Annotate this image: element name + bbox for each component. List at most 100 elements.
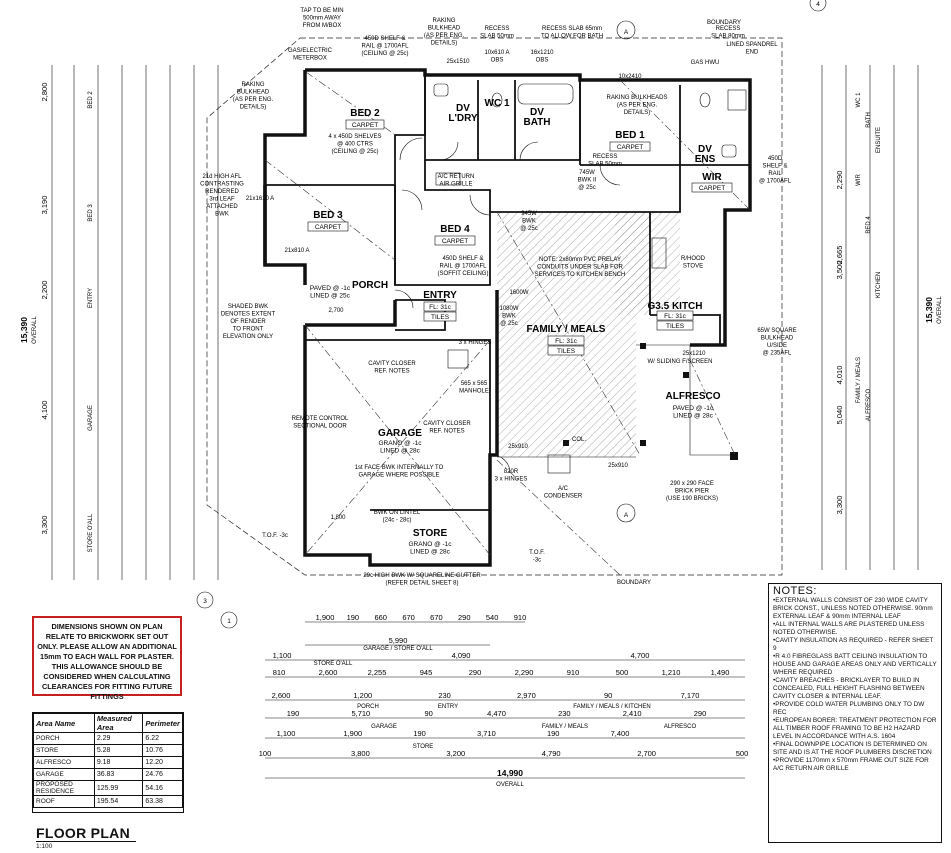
room-finish: FL: 31c <box>429 304 451 311</box>
ac-grille-icon <box>435 172 461 186</box>
elevation-marker-4 <box>809 0 827 12</box>
dimension-label: ALFRESCO <box>664 724 697 730</box>
room-name: BED 2 <box>350 108 380 119</box>
annotation-shelf-rail-bed4: 450D SHELF &RAIL @ 1700AFL(SOFFIT CEILIN… <box>438 256 489 277</box>
dimension-text: 4,010 <box>835 366 844 385</box>
bath-icon <box>517 83 574 105</box>
dimension-label: STORE O'ALL <box>88 513 94 552</box>
roof-hip-line <box>305 71 395 135</box>
roof-hip-line <box>496 211 641 456</box>
area-table-cell: GARAGE <box>33 768 95 781</box>
finish-box <box>434 235 476 246</box>
area-table-cell: PORCH <box>33 732 95 745</box>
elevation-marker-1 <box>220 611 238 629</box>
room-finish: FL: 31c <box>664 313 686 320</box>
area-table-cell: 9.18 <box>93 756 144 769</box>
dimension-label: WC 1 <box>856 92 862 108</box>
dimension-text: 500 <box>616 668 629 677</box>
room-finish: CARPET <box>442 238 468 245</box>
section-label-a: A <box>624 512 629 519</box>
roof-hip-line <box>689 359 736 456</box>
finish-box <box>656 310 694 321</box>
finish-box <box>423 311 457 322</box>
dimension-text: 1,100 <box>277 729 296 738</box>
dimension-text: 3,710 <box>477 729 496 738</box>
toilet-icon <box>491 92 503 108</box>
dimension-label: ALFRESCO <box>866 388 872 421</box>
dimension-label: ENTRY <box>88 288 94 308</box>
column <box>683 372 689 378</box>
dimension-text: 3,200 <box>446 749 465 758</box>
elevation-label-4: 4 <box>816 1 820 8</box>
note-item: •FINAL DOWNPIPE LOCATION IS DETERMINED O… <box>773 741 932 756</box>
column <box>640 440 646 446</box>
dimension-label: BATH <box>866 112 872 128</box>
room-name: BED 1 <box>615 130 645 141</box>
room-name: G3.5 KITCH <box>647 301 702 312</box>
dimension-text: 2,600 <box>319 668 338 677</box>
ac-condenser-icon <box>547 454 571 474</box>
overall-dimension: 14,990 <box>497 768 523 778</box>
dimension-label: ENSUITE <box>876 127 882 153</box>
finish-box <box>609 141 651 152</box>
porch-wall <box>305 300 397 327</box>
column-label: COL. <box>572 437 586 443</box>
section-label-a: A <box>624 29 629 36</box>
dimension-label: FAMILY / MEALS / KITCHEN <box>573 704 650 710</box>
area-table-header: Measured Area <box>93 713 144 733</box>
dimension-text: 2,410 <box>623 709 642 718</box>
annotation-window-bed1-top: 10x2410 <box>618 74 642 80</box>
dimension-text: 2,970 <box>517 691 536 700</box>
area-table-cell: 195.54 <box>93 795 144 808</box>
dimension-text: 660 <box>374 613 387 622</box>
dimension-text: 190 <box>413 729 426 738</box>
annotation-shelf-rail-bed2: 450D SHELF &RAIL @ 1700AFL(CEILING @ 25c… <box>361 36 409 57</box>
area-table-cell: STORE <box>33 744 95 757</box>
annotation-hinges: 3 x HINGES <box>459 340 492 346</box>
roof-hip-line <box>496 459 621 576</box>
door-swing <box>599 164 621 186</box>
note-item: •EXTERNAL WALLS CONSIST OF 230 WIDE CAVI… <box>773 597 933 620</box>
kitchen-hatch <box>615 212 650 315</box>
dimension-text: 4,790 <box>542 749 561 758</box>
overall-label: OVERALL <box>496 782 524 788</box>
room-name: PORCH <box>352 280 388 291</box>
dimension-text: 910 <box>567 668 580 677</box>
dimension-text: 670 <box>430 613 443 622</box>
annotation-raking-bulkheads-bed1: RAKING BULKHEADS(AS PER ENG.DETAILS) <box>606 95 667 116</box>
door-swing <box>439 141 459 161</box>
dimension-text: 810 <box>273 668 286 677</box>
room-name: BED 3 <box>313 210 343 221</box>
overall-label: OVERALL <box>937 296 943 324</box>
dimension-text: 2,200 <box>40 281 49 300</box>
area-table-cell: 5.28 <box>93 744 144 757</box>
room-finish: CARPET <box>699 185 725 192</box>
door-swing <box>399 137 423 161</box>
dimension-text: 2,665 <box>835 246 844 265</box>
dimension-text: 2,700 <box>637 749 656 758</box>
external-wall <box>305 68 752 347</box>
dimension-label: GARAGE <box>88 405 94 431</box>
dimension-label: GARAGE <box>371 724 397 730</box>
dimension-text: 3,190 <box>40 196 49 215</box>
room-finish: FL: 31c <box>555 338 577 345</box>
dimension-text: 910 <box>514 613 527 622</box>
dimension-text: 4,100 <box>40 401 49 420</box>
dimension-text: 4,090 <box>452 651 471 660</box>
